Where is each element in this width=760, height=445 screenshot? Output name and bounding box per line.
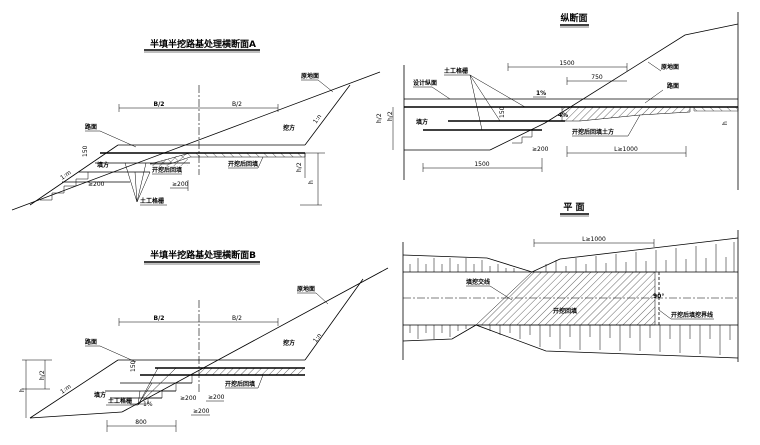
- dim-1500-bottom: 1500: [474, 161, 489, 168]
- label-post-excavation-boundary: 开挖后填挖界线: [671, 311, 713, 319]
- dim-b-half-right: B/2: [232, 101, 242, 108]
- label-step-min-1: ≥200: [88, 181, 105, 188]
- label-excavation-backfill: 开挖回填: [553, 307, 577, 315]
- label-h: h: [722, 121, 729, 125]
- slope-ticks: [409, 242, 735, 355]
- fill-slope-line: [29, 359, 119, 419]
- label-step-min-2: ≥200: [208, 394, 225, 401]
- label-h: h: [308, 180, 315, 184]
- label-backfill-left: 开挖后回填: [152, 166, 182, 174]
- label-h-half-outer: h/2: [376, 113, 383, 123]
- label-fill-cut-boundary: 填挖交线: [466, 278, 490, 286]
- label-step-min-3: ≥200: [193, 408, 210, 415]
- cut-slope-line: [304, 278, 364, 361]
- label-slope-m: 1:m: [59, 383, 73, 396]
- cut-slope-line: [304, 84, 351, 146]
- label-slope-n: 1:n: [312, 113, 323, 125]
- label-geogrid: 土工格栅: [108, 397, 132, 405]
- longitudinal-title: 纵断面: [560, 12, 587, 24]
- label-design-profile: 设计纵面: [413, 79, 437, 87]
- label-layer-thickness: 150: [499, 106, 506, 118]
- label-backfill-earth: 开挖后回填土方: [572, 128, 614, 136]
- fill-slope-line: [29, 144, 119, 206]
- label-original-ground: 原地面: [661, 63, 679, 71]
- label-fill: 填方: [94, 391, 106, 399]
- dim-length-min: L≥1000: [614, 146, 638, 153]
- dim-length-min: L≥1000: [582, 236, 606, 243]
- dim-b-half-right: B/2: [232, 315, 242, 322]
- label-grade: 1%: [536, 90, 546, 97]
- label-cut: 挖方: [283, 124, 295, 132]
- label-original-ground: 原地面: [301, 72, 319, 80]
- label-pavement: 路面: [85, 338, 97, 346]
- label-slope-n: 1:n: [312, 332, 323, 344]
- label-h-half: h/2: [387, 111, 394, 121]
- label-angle: 90°: [653, 293, 664, 300]
- original-ground-line: [489, 23, 739, 151]
- label-grade-2: 4%: [558, 112, 568, 119]
- dim-750: 750: [591, 74, 603, 81]
- longitudinal-section: 纵断面 1500 750 1% 4% 150 填方 L≥1000: [387, 12, 739, 190]
- label-original-ground: 原地面: [297, 285, 315, 293]
- label-geogrid: 土工格栅: [140, 197, 164, 205]
- dim-b-half-left: B/2: [154, 315, 165, 322]
- section-b: 半填半挖路基处理横断面B B/2 B/2 路面 挖方 原地面 1:n 1:m 填…: [19, 249, 389, 432]
- section-b-title: 半填半挖路基处理横断面B: [150, 249, 256, 261]
- label-pavement: 路面: [667, 82, 679, 90]
- backfill-hatch: [199, 368, 305, 375]
- dim-800: 800: [135, 419, 147, 426]
- label-backfill: 开挖后回填: [225, 380, 255, 388]
- label-step-min: ≥200: [532, 146, 549, 153]
- label-step-min-1: ≥200: [180, 395, 197, 402]
- label-step-min-2: ≥200: [172, 181, 189, 188]
- dim-b-half-left: B/2: [154, 101, 165, 108]
- label-layer-thickness: 150: [130, 360, 137, 372]
- backfill-earth-hatch: [561, 106, 691, 122]
- label-h-half: h/2: [296, 162, 303, 172]
- label-cut: 挖方: [283, 339, 295, 347]
- original-ground-line: [121, 267, 389, 413]
- label-slope-m: 1:m: [59, 169, 73, 182]
- label-h: h: [19, 388, 26, 392]
- label-layer-thickness: 150: [82, 145, 89, 157]
- plan-view: 平 面 L≥1000 填挖交线 开挖回填 90° 开挖后填挖界线: [402, 202, 739, 362]
- label-h-half: h/2: [39, 370, 46, 380]
- dim-1500-top: 1500: [559, 60, 574, 67]
- label-backfill-right: 开挖后回填: [228, 160, 258, 168]
- label-pavement: 路面: [85, 123, 97, 131]
- original-ground-line: [11, 71, 381, 211]
- label-step-mark: 1%: [143, 401, 153, 408]
- label-fill: 填方: [97, 161, 109, 169]
- plan-title: 平 面: [563, 202, 584, 213]
- benching-steps: [40, 172, 89, 201]
- section-a-title: 半填半挖路基处理横断面A: [150, 38, 256, 50]
- label-fill: 填方: [416, 118, 428, 126]
- excavation-backfill-hatch: [475, 271, 656, 326]
- label-geogrid: 土工格栅: [444, 67, 468, 75]
- section-a: 半填半挖路基处理横断面A B/2 B/2 路面 挖方 原地面: [11, 38, 383, 211]
